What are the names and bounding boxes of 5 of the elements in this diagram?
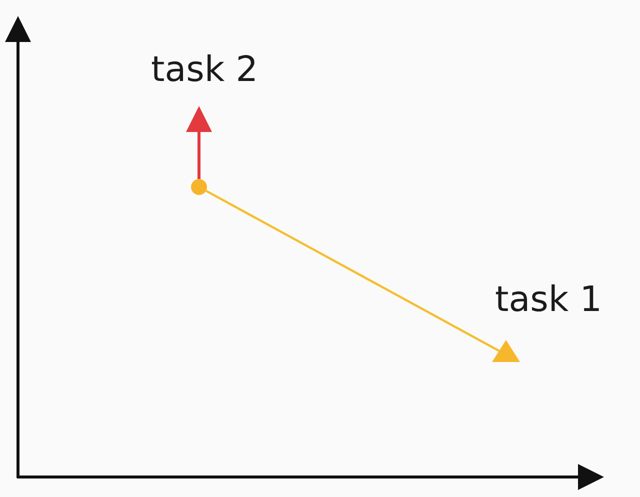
- point-label: task 2: [151, 50, 258, 106]
- arrow: [186, 106, 212, 179]
- connector-line: [205, 190, 500, 352]
- point-label: task 1: [495, 280, 602, 320]
- point-dot: [191, 179, 207, 195]
